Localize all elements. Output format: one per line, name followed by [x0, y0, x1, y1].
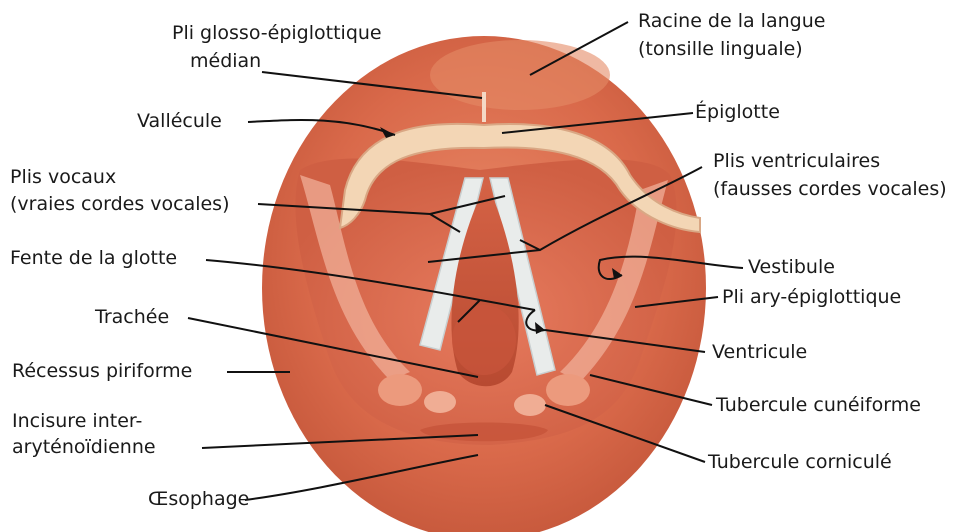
label-pli-ary-epiglottique: Pli ary-épiglottique — [722, 286, 901, 309]
label-plis-vocaux: Plis vocaux — [10, 166, 116, 189]
tubercle-right — [546, 374, 590, 406]
label-tubercule-cuneiforme: Tubercule cunéiforme — [716, 394, 921, 417]
corniculate-right — [514, 394, 546, 416]
label-pli-glosso-median: médian — [190, 50, 261, 73]
tubercle-left — [378, 374, 422, 406]
label-plis-ventriculaires: Plis ventriculaires — [713, 150, 880, 173]
label-vestibule: Vestibule — [748, 256, 835, 279]
label-vallecule: Vallécule — [137, 110, 222, 133]
label-arytenoidienne: aryténoïdienne — [12, 436, 156, 459]
label-tonsille-linguale: (tonsille linguale) — [638, 38, 803, 61]
label-ventricule: Ventricule — [712, 341, 807, 364]
label-racine-langue: Racine de la langue — [638, 10, 825, 33]
label-oesophage: Œsophage — [148, 488, 249, 511]
label-tubercule-cornicule: Tubercule corniculé — [708, 451, 892, 474]
label-incisure: Incisure inter- — [12, 410, 142, 433]
label-fente-glotte: Fente de la glotte — [10, 247, 177, 270]
label-vraies-cordes: (vraies cordes vocales) — [10, 193, 230, 216]
trachea-rings — [452, 305, 516, 375]
tongue-root — [430, 40, 610, 110]
label-epiglotte: Épiglotte — [695, 101, 780, 124]
label-pli-glosso-epiglottique: Pli glosso-épiglottique — [172, 22, 382, 45]
label-fausses-cordes: (fausses cordes vocales) — [713, 178, 947, 201]
label-trachee: Trachée — [95, 306, 169, 329]
label-recessus-piriforme: Récessus piriforme — [12, 360, 192, 383]
corniculate-left — [424, 391, 456, 413]
